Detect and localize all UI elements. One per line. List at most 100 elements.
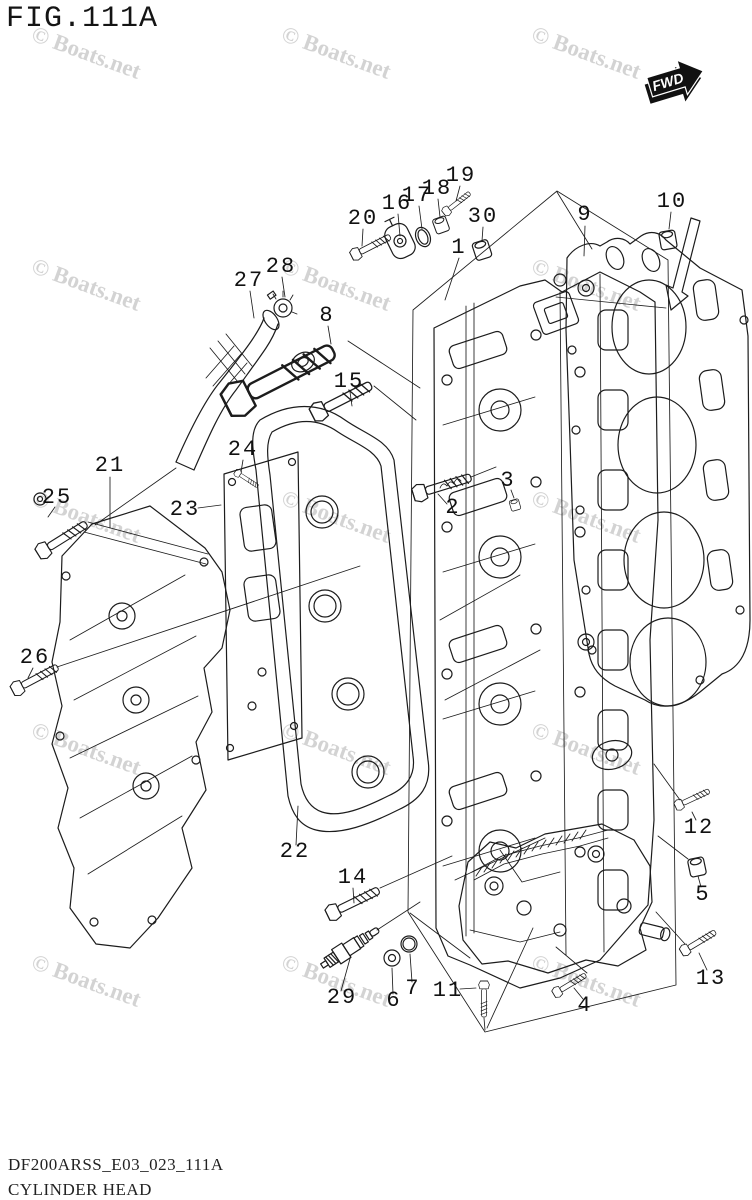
callout-24[interactable]: 24: [228, 437, 258, 462]
callout-leader-29: [340, 954, 352, 992]
callout-leader-15: [349, 391, 353, 407]
fwd-arrow: FWD: [644, 59, 705, 104]
callout-16[interactable]: 16: [382, 191, 412, 216]
callout-leader-13: [698, 952, 708, 971]
callout-25[interactable]: 25: [42, 485, 72, 510]
callout-30[interactable]: 30: [468, 204, 498, 229]
part-valve-cover: [51, 505, 231, 949]
washer-6: [383, 949, 401, 967]
callout-leader-17: [418, 205, 423, 230]
callout-leader-7: [409, 953, 413, 983]
bolt-11: [478, 980, 490, 1018]
bushing-3: [508, 498, 522, 512]
callout-20[interactable]: 20: [348, 206, 378, 231]
seal-16: [384, 216, 416, 260]
callout-leader-14: [352, 887, 355, 904]
oring-7: [400, 935, 418, 953]
callout-leader-22: [295, 805, 299, 846]
callout-21[interactable]: 21: [95, 453, 125, 478]
callout-13[interactable]: 13: [696, 966, 726, 991]
callout-leader-2: [437, 493, 448, 505]
washer-25: [33, 492, 47, 506]
watermark: © Boats.net: [278, 485, 394, 548]
callout-7[interactable]: 7: [405, 976, 420, 1001]
callout-9[interactable]: 9: [577, 202, 592, 227]
callout-leader-12: [691, 811, 697, 821]
callout-leader-23: [197, 504, 222, 509]
callout-10[interactable]: 10: [657, 189, 687, 214]
callout-27[interactable]: 27: [234, 268, 264, 293]
callout-1[interactable]: 1: [451, 235, 466, 260]
callout-28[interactable]: 28: [266, 254, 296, 279]
footer-part-code: DF200ARSS_E03_023_111A: [8, 1155, 224, 1174]
callout-leader-24: [240, 459, 244, 473]
enclosure-box: [407, 190, 677, 1033]
callout-19[interactable]: 19: [446, 163, 476, 188]
callout-leader-30: [481, 226, 484, 242]
page-title: FIG.111A: [6, 2, 159, 36]
callout-12[interactable]: 12: [684, 815, 714, 840]
direction-arrow: [665, 217, 701, 311]
oring-17: [414, 226, 432, 248]
callout-leader-6: [391, 967, 394, 995]
callout-11[interactable]: 11: [433, 978, 463, 1003]
callout-5[interactable]: 5: [695, 882, 710, 907]
callout-29[interactable]: 29: [327, 985, 357, 1010]
callout-26[interactable]: 26: [20, 645, 50, 670]
callout-leader-20: [361, 228, 364, 247]
callout-6[interactable]: 6: [386, 988, 401, 1013]
callout-2[interactable]: 2: [445, 495, 460, 520]
dowel-30: [471, 238, 493, 262]
bolt-20: [348, 230, 394, 263]
callout-22[interactable]: 22: [280, 839, 310, 864]
callout-leader-28: [281, 276, 286, 298]
part-spark-plug: [320, 927, 380, 969]
callout-23[interactable]: 23: [170, 497, 200, 522]
watermark: © Boats.net: [278, 21, 394, 84]
callout-leader-19: [455, 185, 461, 202]
callout-leader-16: [397, 213, 401, 237]
part-lower-cover: [458, 823, 671, 974]
construction-lines: [56, 191, 689, 1031]
part-breather-hose: [175, 309, 280, 471]
callout-15[interactable]: 15: [334, 369, 364, 394]
footer-part-name: CYLINDER HEAD: [8, 1180, 152, 1199]
cap-18: [431, 214, 451, 236]
watermark: © Boats.net: [528, 21, 644, 84]
callout-17[interactable]: 17: [402, 183, 432, 208]
watermark-layer: © Boats.net © Boats.net © Boats.net © Boats…: [28, 21, 644, 1012]
callout-leader-27: [249, 290, 255, 319]
callout-leader-9: [583, 225, 586, 257]
part-head-gasket: [553, 231, 751, 707]
watermark: © Boats.net: [28, 949, 144, 1012]
callout-14[interactable]: 14: [338, 865, 368, 890]
watermark: © Boats.net: [28, 21, 144, 84]
part-valve-cover-gasket: [252, 405, 430, 833]
callout-leader-5: [697, 875, 702, 888]
watermark: © Boats.net: [528, 717, 644, 780]
washer-8: [291, 351, 315, 373]
plug-5: [686, 855, 708, 879]
callout-leader-3: [510, 489, 515, 499]
spring-washer-2: [439, 478, 462, 489]
callout-leader-18: [437, 198, 441, 218]
bolt-13: [677, 926, 719, 958]
callout-leader-11: [459, 987, 477, 990]
callout-3[interactable]: 3: [500, 468, 515, 493]
callout-leader-1: [444, 257, 460, 301]
part-breather-plate: [223, 451, 303, 761]
callout-8[interactable]: 8: [319, 303, 334, 328]
callout-4[interactable]: 4: [577, 993, 592, 1018]
callout-leader-26: [27, 667, 34, 679]
watermark: © Boats.net: [28, 253, 144, 316]
watermark: © Boats.net: [28, 717, 144, 780]
callout-leader-25: [47, 506, 56, 518]
callout-18[interactable]: 18: [422, 176, 452, 201]
callout-leader-4: [573, 987, 584, 1000]
part-hose-clamp: [266, 290, 298, 318]
callout-leader-8: [327, 325, 332, 345]
callout-leader-10: [668, 211, 672, 230]
